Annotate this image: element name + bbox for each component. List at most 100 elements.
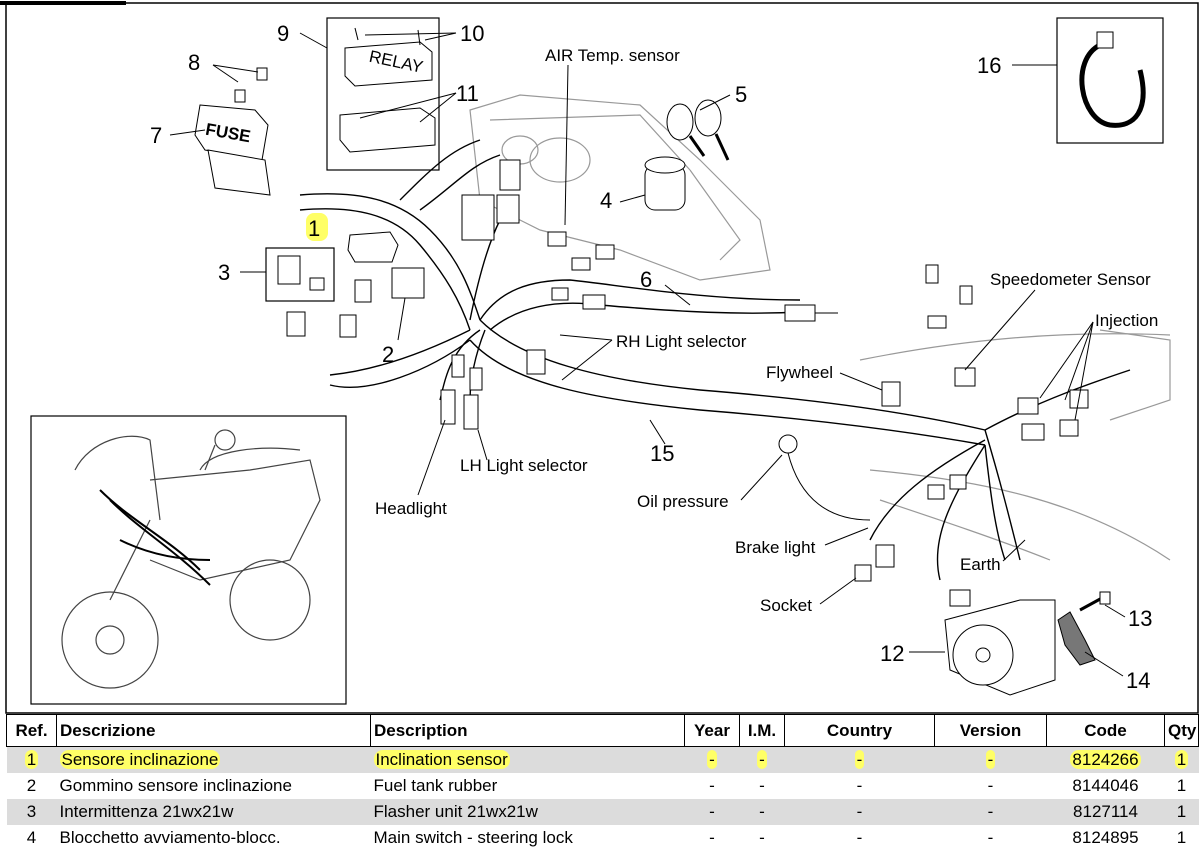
header-code: Code [1046, 714, 1165, 747]
cell-qty: 1 [1164, 799, 1199, 825]
cell-country: - [854, 750, 865, 769]
header-version: Version [934, 714, 1047, 747]
ref-number-11: 11 [456, 81, 479, 106]
ref-number-15: 15 [650, 441, 674, 466]
ref-number-7: 7 [150, 123, 162, 148]
table-header-row: Ref. Descrizione Description Year I.M. C… [6, 714, 1199, 747]
part-6-cable [784, 304, 838, 322]
cell-descrizione: Gommino sensore inclinazione [59, 776, 292, 795]
label-headlight: Headlight [375, 499, 447, 518]
ref-1-highlight [306, 213, 328, 241]
header-ref: Ref. [6, 714, 57, 747]
frame-drawing [859, 329, 1171, 561]
cell-descrizione: Blocchetto avviamento-blocc. [59, 828, 281, 847]
ref-number-16: 16 [977, 53, 1001, 78]
part-2-rubber [391, 267, 425, 299]
part-4-main-switch [644, 156, 686, 211]
header-qty: Qty [1164, 714, 1199, 747]
header-im: I.M. [739, 714, 785, 747]
ref-number-9: 9 [277, 21, 289, 46]
part-5-keys [666, 99, 730, 161]
cell-im: - [757, 750, 767, 769]
cell-version: - [985, 750, 996, 769]
label-speedometer-sensor: Speedometer Sensor [990, 270, 1151, 289]
cell-ref: 1 [24, 750, 39, 769]
part-14-bracket [1057, 611, 1096, 666]
ref-number-6: 6 [640, 267, 652, 292]
cell-description: Inclination sensor [373, 750, 510, 769]
label-injection: Injection [1095, 311, 1158, 330]
cell-version: - [934, 799, 1047, 825]
ref-number-4: 4 [600, 188, 612, 213]
ref-number-13: 13 [1128, 606, 1152, 631]
cell-description: Fuel tank rubber [373, 776, 498, 795]
parts-table: Ref. Descrizione Description Year I.M. C… [6, 714, 1199, 851]
cell-ref: 3 [6, 799, 57, 825]
cell-ref: 4 [26, 828, 37, 847]
table-row[interactable]: 1 Sensore inclinazione Inclination senso… [6, 746, 1199, 773]
header-year: Year [684, 714, 740, 747]
header-country: Country [784, 714, 935, 747]
part-16-box [1056, 17, 1164, 144]
cell-descrizione: Intermittenza 21wx21w [56, 799, 371, 825]
ref-number-12: 12 [880, 641, 904, 666]
motorcycle-inset [30, 415, 347, 705]
part-13-screw [1079, 591, 1111, 612]
cell-year: - [684, 799, 740, 825]
cell-description: Flasher unit 21wx21w [370, 799, 685, 825]
part-3-flasher-box [265, 247, 335, 302]
label-brake-light: Brake light [735, 538, 816, 557]
label-flywheel: Flywheel [766, 363, 833, 382]
cell-year: - [707, 750, 717, 769]
table-row[interactable]: 2 Gommino sensore inclinazione Fuel tank… [7, 773, 1199, 799]
cell-im: - [759, 776, 765, 795]
cell-version: - [987, 776, 994, 795]
label-earth: Earth [960, 555, 1001, 574]
cell-qty: 1 [1176, 828, 1187, 847]
label-socket: Socket [760, 596, 812, 615]
part-9-relay-box: RELAY [326, 17, 440, 171]
cell-code: 8127114 [1046, 799, 1165, 825]
cell-ref: 2 [26, 776, 37, 795]
cell-im: - [759, 828, 765, 847]
exploded-wiring-diagram: RELAY FUSE [0, 1, 1199, 714]
header-descrizione: Descrizione [56, 714, 371, 747]
cell-year: - [709, 828, 715, 847]
part-12-horn [944, 599, 1056, 696]
label-lh-light-selector: LH Light selector [460, 456, 588, 475]
cell-qty: 1 [1174, 750, 1189, 769]
cell-version: - [987, 828, 994, 847]
ref-number-8: 8 [188, 50, 200, 75]
cell-year: - [709, 776, 715, 795]
ref-number-2: 2 [382, 342, 394, 367]
cell-code: 8124266 [1070, 750, 1141, 769]
table-row[interactable]: 3 Intermittenza 21wx21w Flasher unit 21w… [6, 799, 1199, 825]
ref-number-10: 10 [460, 21, 484, 46]
cell-country: - [856, 776, 863, 795]
cell-im: - [739, 799, 785, 825]
oil-pressure-sender [778, 434, 871, 521]
dashboard-drawing [469, 94, 771, 281]
cell-code: 8144046 [1072, 776, 1139, 795]
part-7-fuse-box: FUSE [194, 67, 271, 196]
ref-number-14: 14 [1126, 668, 1150, 693]
label-oil-pressure: Oil pressure [637, 492, 729, 511]
label-rh-light-selector: RH Light selector [616, 332, 747, 351]
cell-descrizione: Sensore inclinazione [59, 750, 221, 769]
ref-number-5: 5 [735, 82, 747, 107]
ref-numbers: 1 2 3 4 5 6 7 8 9 10 11 12 13 14 15 16 [150, 21, 1152, 693]
cell-qty: 1 [1176, 776, 1187, 795]
part-1-inclination-sensor [339, 231, 399, 338]
leader-lines [169, 32, 1126, 677]
callout-labels: AIR Temp. sensor Speedometer Sensor Inje… [375, 46, 1158, 615]
connectors [286, 159, 1089, 607]
cell-country: - [856, 828, 863, 847]
cell-country: - [784, 799, 935, 825]
cell-code: 8124895 [1072, 828, 1139, 847]
header-description: Description [370, 714, 685, 747]
cell-description: Main switch - steering lock [373, 828, 573, 847]
table-row[interactable]: 4 Blocchetto avviamento-blocc. Main swit… [7, 825, 1199, 851]
ref-number-1: 1 [308, 216, 320, 241]
label-air-temp-sensor: AIR Temp. sensor [545, 46, 680, 65]
ref-number-3: 3 [218, 260, 230, 285]
